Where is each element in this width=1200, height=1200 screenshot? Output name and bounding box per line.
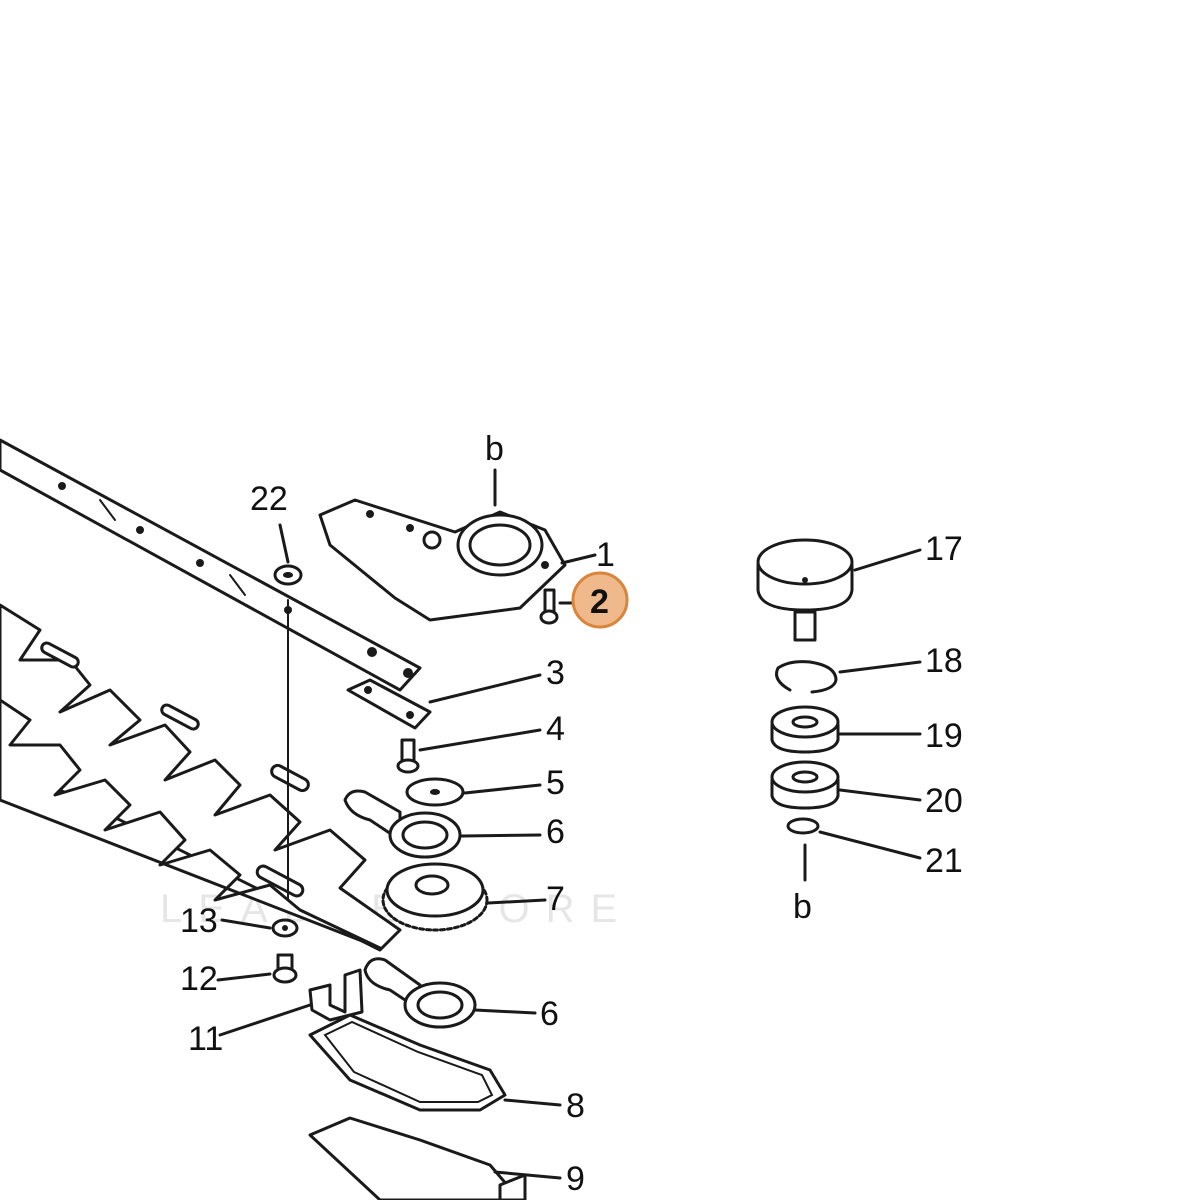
- part-17-clutch-drum: [756, 538, 854, 642]
- part-6-connecting-rod-lower: [363, 957, 477, 1029]
- part-11-bracket: [308, 968, 364, 1022]
- part-4-bolt: [396, 738, 420, 774]
- part-19-bearing: [770, 705, 840, 754]
- label-part-8: 8: [566, 1087, 585, 1125]
- part-7-gear: [381, 862, 489, 932]
- label-b-bottom: b: [793, 888, 812, 926]
- label-part-18: 18: [925, 642, 963, 680]
- part-18-circlip: [775, 660, 838, 694]
- part-6-connecting-rod-upper: [343, 789, 462, 859]
- part-22-nut: [273, 564, 303, 586]
- label-part-3: 3: [546, 654, 565, 692]
- upper-blade-bar: [0, 438, 422, 692]
- label-part-20: 20: [925, 782, 963, 820]
- part-12-bolt: [272, 953, 298, 984]
- part-5-washer: [405, 777, 465, 807]
- highlight-marker-2[interactable]: [571, 571, 629, 629]
- label-part-6-upper: 6: [546, 813, 565, 851]
- leader-lines: [216, 468, 922, 1180]
- part-3-plate: [346, 678, 432, 730]
- label-part-19: 19: [925, 717, 963, 755]
- part-8-gasket: [308, 1013, 507, 1112]
- label-part-12: 12: [180, 960, 218, 998]
- label-part-2[interactable]: 2: [590, 583, 609, 621]
- label-part-22: 22: [250, 480, 288, 518]
- cutter-blades: [0, 603, 402, 952]
- part-20-bearing: [770, 760, 840, 810]
- label-part-9: 9: [566, 1160, 585, 1198]
- label-part-5: 5: [546, 764, 565, 802]
- label-b-top: b: [485, 430, 504, 468]
- part-21-ring: [786, 817, 820, 835]
- label-part-13: 13: [180, 902, 218, 940]
- part-9-cover: [308, 1116, 527, 1200]
- label-part-7: 7: [546, 880, 565, 918]
- part-1-gear-housing: [318, 498, 567, 622]
- label-part-11: 11: [188, 1020, 223, 1058]
- part-2-screw: [539, 588, 559, 625]
- label-part-21: 21: [925, 842, 963, 880]
- label-part-6-lower: 6: [540, 995, 559, 1033]
- label-part-17: 17: [925, 530, 963, 568]
- label-part-4: 4: [546, 710, 565, 748]
- part-13-washer: [271, 918, 299, 938]
- label-part-1: 1: [596, 536, 615, 574]
